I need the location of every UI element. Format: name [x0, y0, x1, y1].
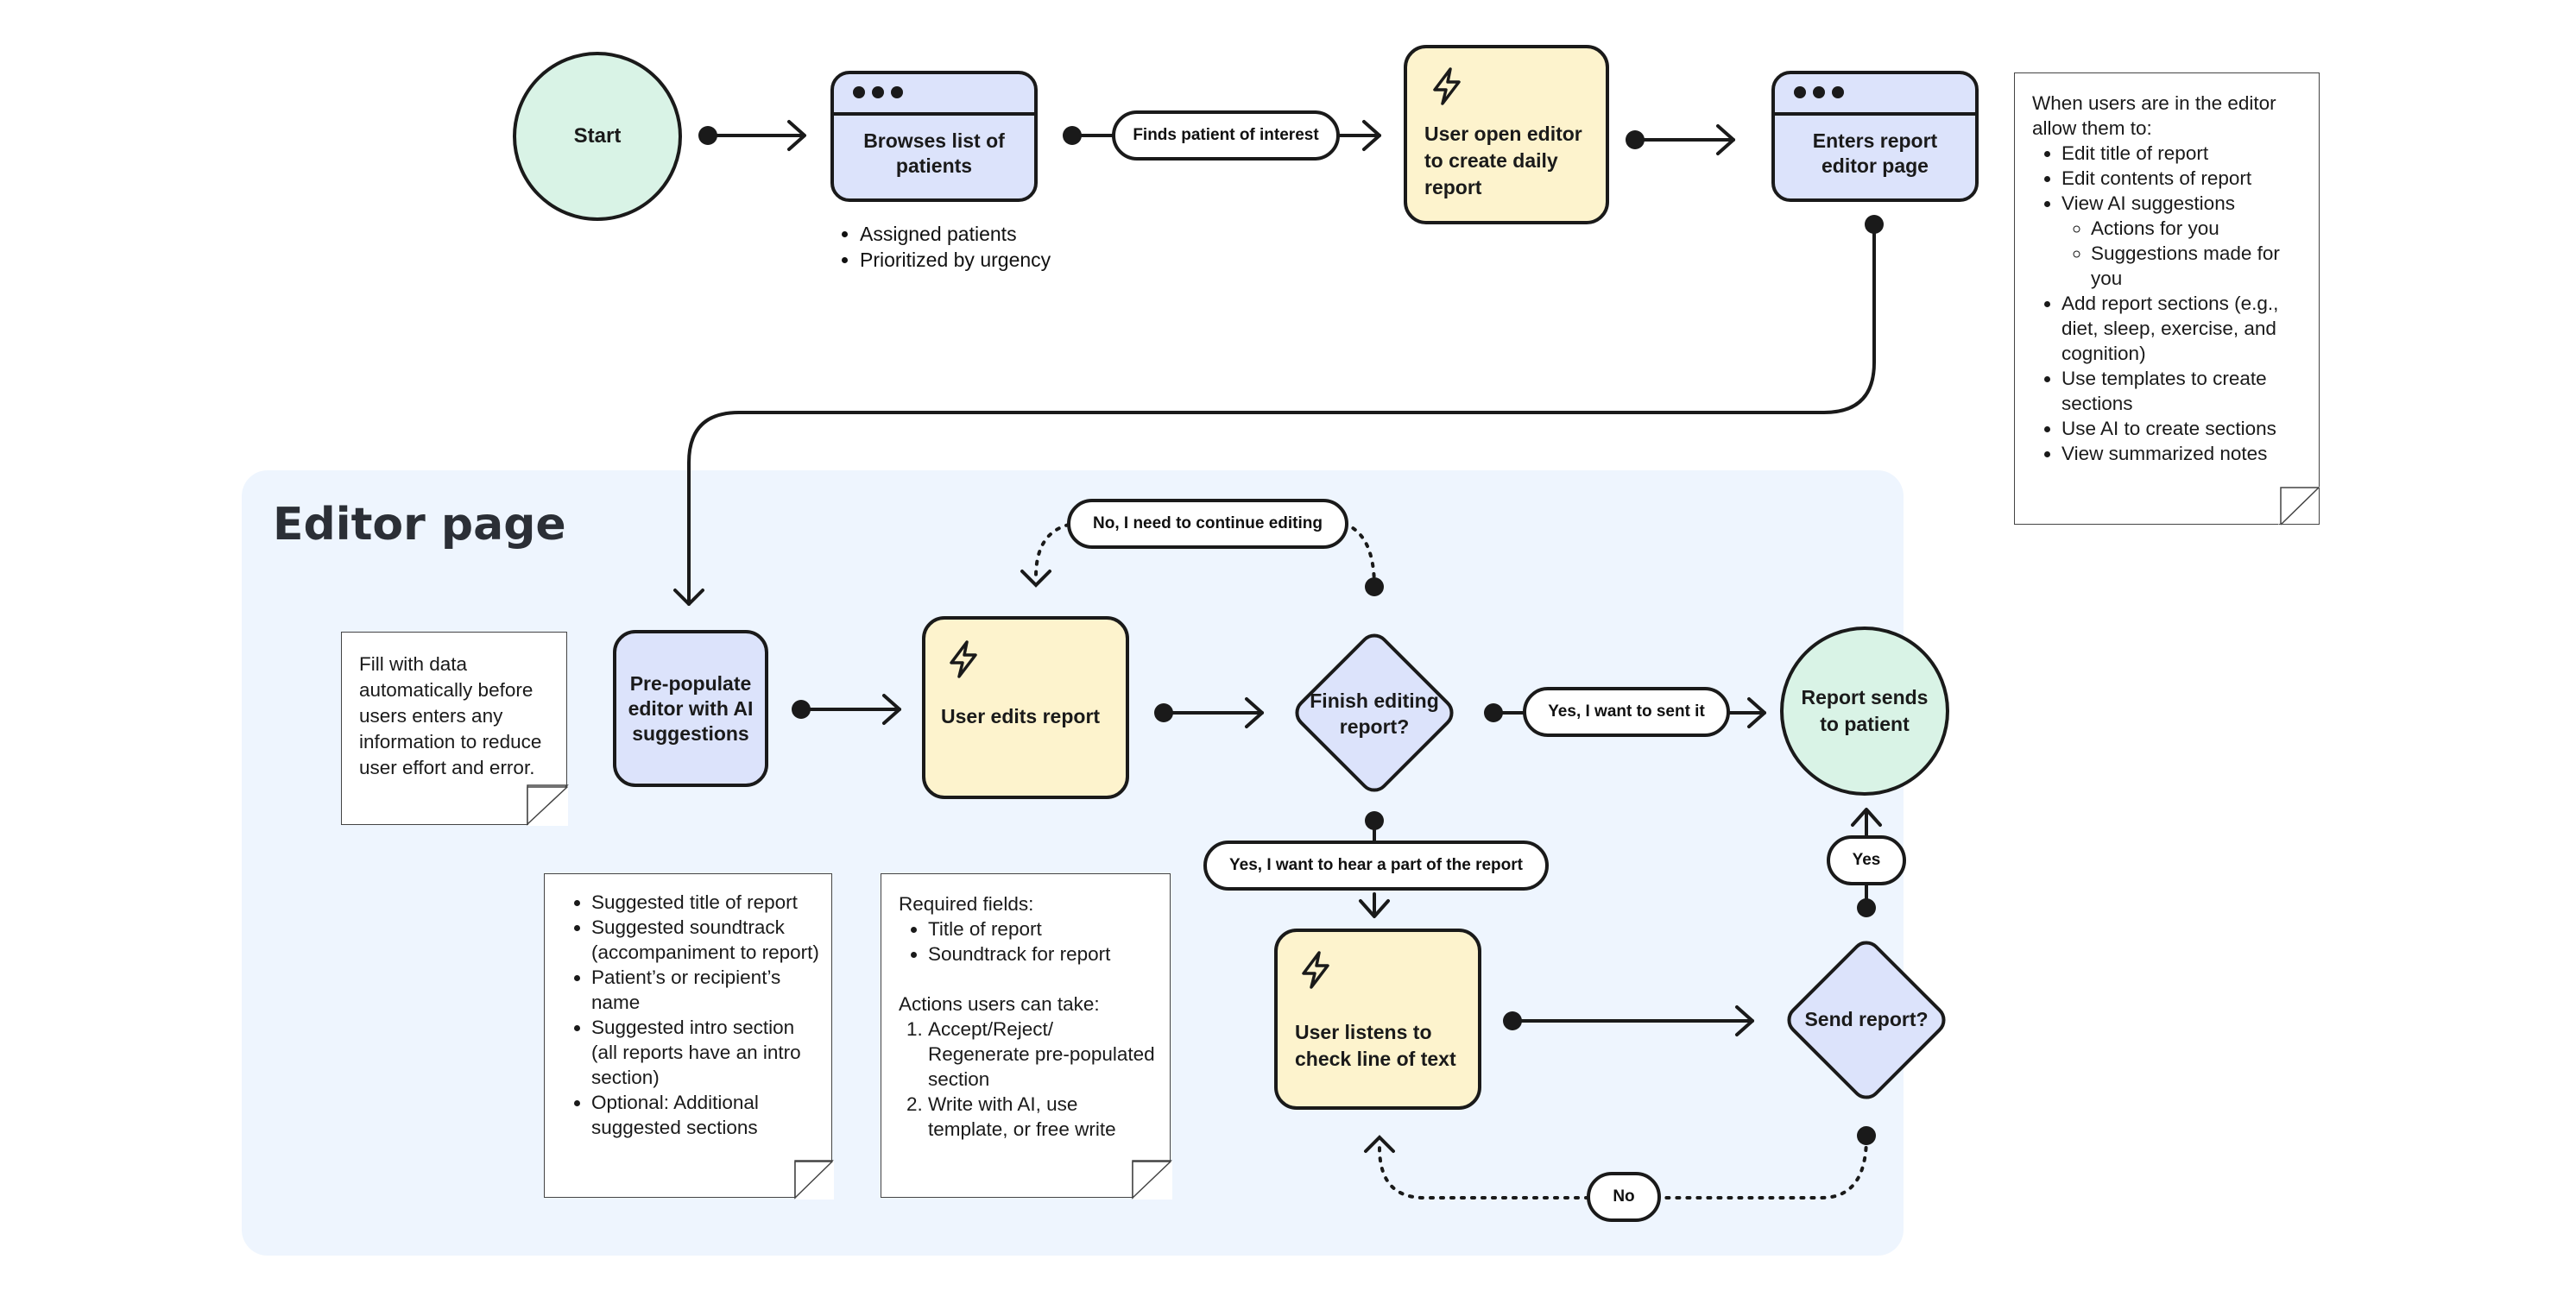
- report-sends-node: Report sends to patient: [1780, 627, 1949, 796]
- start-node: Start: [513, 52, 682, 221]
- suggested-item: Suggested soundtrack (accompaniment to r…: [591, 915, 819, 965]
- lightning-icon: [1302, 951, 1329, 989]
- fill-note: Fill with data automatically before user…: [341, 632, 567, 825]
- browse-notes: Assigned patients Prioritized by urgency: [836, 221, 1051, 273]
- lightning-icon: [950, 640, 977, 678]
- browser-window-icon: [1775, 74, 1975, 116]
- action-item: Write with AI, use template, or free wri…: [928, 1092, 1158, 1142]
- enters-editor-node: Enters report editor page: [1771, 71, 1979, 202]
- required-fields-note: Required fields: Title of report Soundtr…: [881, 873, 1171, 1198]
- editor-note-item: View AI suggestions: [2061, 192, 2235, 214]
- listens-label: User listens to check line of text: [1295, 1021, 1456, 1070]
- editor-note-item: Edit contents of report: [2061, 166, 2305, 191]
- open-editor-node: User open editor to create daily report: [1404, 45, 1609, 224]
- editor-note-item: Edit title of report: [2061, 141, 2305, 166]
- required-item: Soundtrack for report: [928, 941, 1158, 967]
- editor-note-item: View summarized notes: [2061, 441, 2305, 466]
- required-heading: Required fields:: [899, 893, 1034, 915]
- lightning-icon: [1433, 67, 1461, 105]
- edits-label: User edits report: [941, 704, 1101, 727]
- suggested-item: Optional: Additional suggested sections: [591, 1090, 819, 1140]
- prepopulate-node: Pre-populate editor with AI suggestions: [613, 630, 768, 787]
- finish-label: Finish editing report?: [1310, 689, 1439, 738]
- edge-label-want-send: Yes, I want to sent it: [1523, 687, 1730, 737]
- edge-label-continue-editing: No, I need to continue editing: [1067, 499, 1348, 549]
- yes-text: Yes: [1852, 851, 1881, 869]
- suggested-item: Suggested intro section (all reports hav…: [591, 1015, 819, 1090]
- edge-label-finds-patient: Finds patient of interest: [1112, 110, 1340, 161]
- browse-bullet: Prioritized by urgency: [860, 247, 1051, 273]
- page-curl-icon: [2278, 487, 2320, 526]
- editor-note-intro: When users are in the editor allow them …: [2032, 92, 2276, 139]
- no-text: No: [1613, 1187, 1635, 1206]
- suggested-items-note: Suggested title of report Suggested soun…: [544, 873, 832, 1198]
- send-report-label: Send report?: [1804, 1007, 1929, 1030]
- suggested-item: Patient’s or recipient’s name: [591, 965, 819, 1015]
- continue-editing-text: No, I need to continue editing: [1093, 514, 1323, 532]
- editor-capabilities-note: When users are in the editor allow them …: [2014, 72, 2320, 526]
- browser-window-icon: [834, 74, 1034, 116]
- want-send-text: Yes, I want to sent it: [1548, 702, 1705, 721]
- required-item: Title of report: [928, 916, 1158, 941]
- send-report-decision-node: Send report?: [1777, 930, 1956, 1110]
- finish-decision-node: Finish editing report?: [1285, 623, 1464, 803]
- listens-node: User listens to check line of text: [1274, 929, 1481, 1110]
- editor-note-item: Add report sections (e.g., diet, sleep, …: [2061, 291, 2305, 366]
- report-sends-label: Report sends to patient: [1801, 686, 1929, 735]
- enters-editor-label: Enters report editor page: [1812, 129, 1938, 177]
- action-item: Accept/Reject/ Regenerate pre-populated …: [928, 1017, 1158, 1092]
- editor-note-subitem: Actions for you: [2091, 216, 2305, 241]
- edge-label-no: No: [1587, 1172, 1661, 1222]
- editor-page-title: Editor page: [273, 499, 566, 551]
- fill-note-text: Fill with data automatically before user…: [359, 653, 542, 778]
- edge-enters-prepopulate: [687, 224, 1876, 606]
- editor-note-item: Use templates to create sections: [2061, 366, 2305, 416]
- open-editor-label: User open editor to create daily report: [1424, 122, 1582, 198]
- finds-patient-text: Finds patient of interest: [1133, 126, 1319, 144]
- browses-node: Browses list of patients: [830, 71, 1038, 202]
- hear-part-text: Yes, I want to hear a part of the report: [1229, 856, 1523, 874]
- browses-label: Browses list of patients: [863, 129, 1005, 177]
- edits-node: User edits report: [922, 616, 1129, 799]
- edge-label-hear-part: Yes, I want to hear a part of the report: [1203, 841, 1549, 891]
- editor-note-item: Use AI to create sections: [2061, 416, 2305, 441]
- edge-label-yes: Yes: [1827, 835, 1906, 885]
- suggested-item: Suggested title of report: [591, 890, 819, 915]
- browse-bullet: Assigned patients: [860, 221, 1051, 247]
- editor-note-subitem: Suggestions made for you: [2091, 241, 2305, 291]
- actions-heading: Actions users can take:: [899, 993, 1100, 1015]
- prepopulate-label: Pre-populate editor with AI suggestions: [628, 671, 754, 745]
- start-label: Start: [573, 124, 622, 148]
